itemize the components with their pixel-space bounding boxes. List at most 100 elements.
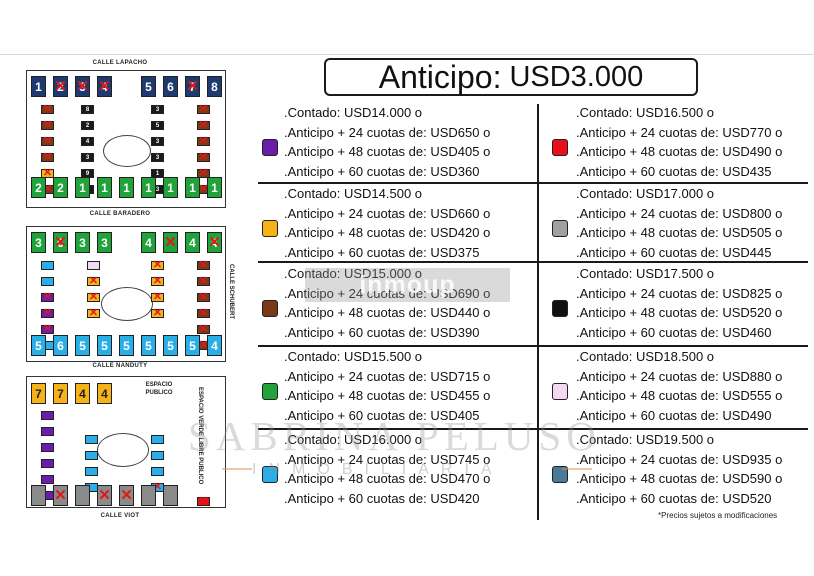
lot: 3 <box>31 232 46 253</box>
lot <box>75 485 90 506</box>
plan-price-line: .Contado: USD17.500 o <box>576 266 715 281</box>
lot: ✕ <box>151 276 164 287</box>
lot <box>31 485 46 506</box>
lot: 4 <box>185 232 200 253</box>
lot: ✕ <box>53 485 68 506</box>
lot: 8 <box>81 105 94 114</box>
plan-price-line: .Contado: USD18.500 o <box>576 349 715 364</box>
sold-mark-icon: ✕ <box>198 259 209 271</box>
lot: 1 <box>119 177 134 198</box>
lot <box>151 451 164 460</box>
sold-mark-icon: ✕ <box>186 78 199 95</box>
plan-price-line: .Contado: USD14.000 o <box>284 105 423 120</box>
plan-price-line: .Contado: USD14.500 o <box>284 186 423 201</box>
plan-price-line: .Anticipo + 60 cuotas de: USD390 <box>284 324 480 340</box>
lot <box>141 485 156 506</box>
lot: ✕ <box>197 152 210 163</box>
plan-price-line: .Anticipo + 24 cuotas de: USD690 o <box>284 285 491 301</box>
lot: 5 <box>119 335 134 356</box>
lot: 1 <box>97 177 112 198</box>
lot: ✕ <box>87 307 100 319</box>
plan-price-line: .Contado: USD16.500 o <box>576 105 715 120</box>
lot: 2 <box>81 121 94 130</box>
lot: 4 <box>75 383 90 404</box>
plan-price-line: .Contado: USD15.000 o <box>284 266 423 281</box>
sold-mark-icon: ✕ <box>76 78 89 95</box>
espacio-verde-label: ESPACIO VERDE LIBRE PUBLICO <box>197 387 203 485</box>
lot <box>41 443 54 452</box>
plan-color-swatch <box>552 139 568 156</box>
lot: 2 <box>31 177 46 198</box>
plan-price-line: .Contado: USD19.500 o <box>576 432 715 447</box>
sold-mark-icon: ✕ <box>152 307 163 319</box>
sold-mark-icon: ✕ <box>198 307 209 319</box>
plan-price-line: .Anticipo + 48 cuotas de: USD520 o <box>576 305 783 320</box>
grid-divider-1 <box>258 182 808 184</box>
sold-mark-icon: ✕ <box>152 481 163 493</box>
street-baradero: CALLE BARADERO <box>89 211 151 217</box>
block-1-plaza <box>103 135 151 167</box>
lot: 7✕ <box>185 76 200 97</box>
sold-mark-icon: ✕ <box>42 323 53 335</box>
lot: ✕ <box>87 292 100 303</box>
lot: ✕ <box>41 323 54 335</box>
sold-mark-icon: ✕ <box>54 78 67 95</box>
block-3: ESPACIO PUBLICO ESPACIO VERDE LIBRE PUBL… <box>26 376 226 508</box>
lot <box>41 475 54 484</box>
lot: ✕ <box>97 485 112 506</box>
plan-price-line: .Anticipo + 24 cuotas de: USD745 o <box>284 451 491 467</box>
sold-mark-icon: ✕ <box>42 135 53 147</box>
sold-mark-icon: ✕ <box>42 183 53 195</box>
sold-mark-icon: ✕ <box>198 119 209 131</box>
price-note: *Precios sujetos a modificaciones <box>658 511 778 520</box>
lot: ✕ <box>197 135 210 147</box>
sold-mark-icon: ✕ <box>54 487 67 504</box>
plan-color-swatch <box>262 466 278 483</box>
lot: 5 <box>75 335 90 356</box>
espacio-publico-label: ESPACIO PUBLICO <box>145 382 173 396</box>
lot: ✕ <box>197 119 210 131</box>
lot: ✕ <box>163 232 178 253</box>
plan-price-line: .Anticipo + 60 cuotas de: USD360 <box>284 163 480 179</box>
lot: 4✕ <box>97 76 112 97</box>
plan-price-line: .Anticipo + 60 cuotas de: USD460 <box>576 324 772 340</box>
lot <box>41 427 54 436</box>
lot: ✕ <box>151 307 164 319</box>
sold-mark-icon: ✕ <box>88 307 99 319</box>
plan-price-line: .Anticipo + 48 cuotas de: USD455 o <box>284 388 491 403</box>
grid-divider-3 <box>258 345 808 347</box>
lot: 4 <box>81 137 94 146</box>
plan-price-line: .Anticipo + 48 cuotas de: USD420 o <box>284 225 491 240</box>
plan-color-swatch <box>262 300 278 317</box>
plan-price-line: .Anticipo + 60 cuotas de: USD375 <box>284 244 480 260</box>
sold-mark-icon: ✕ <box>42 151 53 163</box>
lot <box>85 451 98 460</box>
lot: ✕ <box>197 292 210 303</box>
plan-price-line: .Anticipo + 60 cuotas de: USD445 <box>576 244 772 260</box>
lot: 6 <box>53 335 68 356</box>
lot: 7 <box>31 383 46 404</box>
lot: 3 <box>151 105 164 114</box>
watermark-bar-left <box>222 468 252 470</box>
plan-color-swatch <box>552 383 568 400</box>
block-2-plaza <box>101 287 153 321</box>
lot: 3 <box>75 232 90 253</box>
grid-divider-4 <box>258 428 808 430</box>
sold-mark-icon: ✕ <box>198 103 209 115</box>
lot: 1 <box>31 76 46 97</box>
lot <box>87 261 100 270</box>
sold-mark-icon: ✕ <box>198 135 209 147</box>
plan-price-line: .Anticipo + 48 cuotas de: USD505 o <box>576 225 783 240</box>
top-divider <box>0 54 814 55</box>
street-nanduty: CALLE ÑANDUTY <box>92 363 148 369</box>
lot: 4 <box>97 383 112 404</box>
plan-color-swatch <box>262 139 278 156</box>
sold-mark-icon: ✕ <box>208 234 221 251</box>
lot: ✕ <box>41 103 54 115</box>
sold-mark-icon: ✕ <box>42 103 53 115</box>
lot: 3✕ <box>75 76 90 97</box>
lot: ✕ <box>41 308 54 319</box>
watermark-bar-right <box>562 468 592 470</box>
lot: ✕ <box>197 276 210 287</box>
